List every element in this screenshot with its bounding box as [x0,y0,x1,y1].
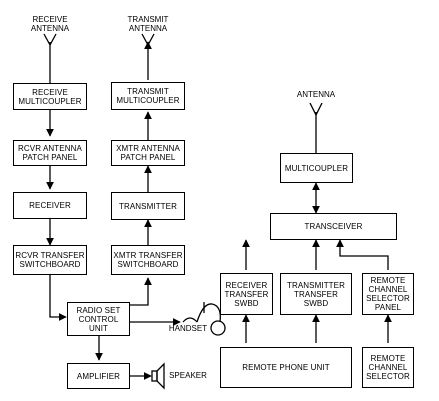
xmtr-transfer-switchboard-box: XMTR TRANSFER SWITCHBOARD [111,245,185,275]
transmit-multicoupler-box: TRANSMIT MULTICOUPLER [111,82,185,110]
amplifier-box: AMPLIFIER [67,363,130,389]
receive-multicoupler-box: RECEIVE MULTICOUPLER [13,83,87,110]
transmit-antenna-label: TRANSMIT ANTENNA [127,15,169,33]
xmtr-antenna-patch-panel-box: XMTR ANTENNA PATCH PANEL [111,140,185,166]
transmitter-transfer-swbd-box: TRANSMITTER TRANSFER SWBD [280,273,352,315]
handset-label: HANDSET [168,324,208,333]
rcvr-transfer-switchboard-box: RCVR TRANSFER SWITCHBOARD [13,245,87,275]
antenna-label: ANTENNA [296,90,336,99]
radio-set-control-unit-box: RADIO SET CONTROL UNIT [67,302,130,336]
receive-antenna-icon [43,33,57,83]
receiver-transfer-swbd-box: RECEIVER TRANSFER SWBD [220,273,273,315]
antenna-icon [309,102,323,153]
remote-phone-unit-box: REMOTE PHONE UNIT [220,347,352,388]
rcvr-antenna-patch-panel-box: RCVR ANTENNA PATCH PANEL [13,140,87,166]
transceiver-box: TRANSCEIVER [270,213,397,240]
receiver-box: RECEIVER [13,192,87,219]
remote-channel-selector-box: REMOTE CHANNEL SELECTOR [362,347,414,388]
receive-antenna-label: RECEIVE ANTENNA [30,15,70,33]
remote-channel-selector-panel-box: REMOTE CHANNEL SELECTOR PANEL [362,273,414,315]
multicoupler-box: MULTICOUPLER [280,153,353,183]
speaker-label: SPEAKER [169,371,207,380]
transmitter-box: TRANSMITTER [111,192,185,220]
transmit-antenna-icon [141,33,155,80]
speaker-icon [151,362,165,390]
